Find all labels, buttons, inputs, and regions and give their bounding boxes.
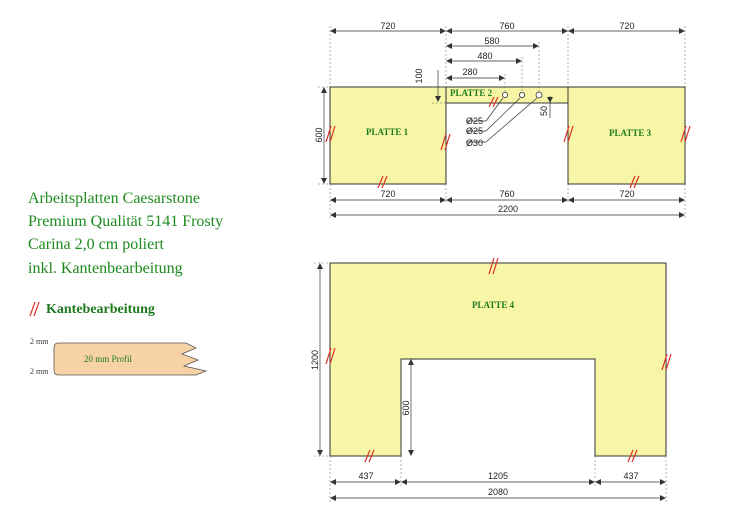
hole-3-label: Ø30 — [466, 138, 483, 148]
hole-1-label: Ø25 — [466, 116, 483, 126]
hole-3 — [535, 91, 543, 99]
thickness-bottom: 2 mm — [30, 367, 49, 376]
dim-p4-mid: 1205 — [488, 471, 508, 481]
dim-p4-left: 437 — [358, 471, 373, 481]
info-line-2: Premium Qualität 5141 Frosty — [28, 213, 223, 230]
dim-580: 580 — [484, 36, 499, 46]
dim-p4-right: 437 — [623, 471, 638, 481]
dim-top-mid: 760 — [499, 21, 514, 31]
dim-280: 280 — [462, 67, 477, 77]
legend: Kantebearbeitung 2 mm 2 mm 20 mm Profil — [29, 301, 208, 376]
dim-bot-mid: 760 — [499, 189, 514, 199]
dim-top-left: 720 — [380, 21, 395, 31]
hole-2 — [519, 92, 526, 99]
hole-leaders — [466, 97, 538, 143]
dim-bot-left: 720 — [380, 189, 395, 199]
info-line-3: Carina 2,0 cm poliert — [28, 236, 165, 253]
plate-2-label: PLATTE 2 — [450, 88, 493, 98]
dim-600: 600 — [314, 127, 324, 142]
plates-1-3: PLATTE 1 PLATTE 2 PLATTE 3 — [314, 21, 691, 220]
plate-4 — [329, 262, 667, 457]
dim-p4-height: 1200 — [310, 350, 320, 370]
info-line-4: inkl. Kantenbearbeitung — [28, 260, 183, 277]
dim-total-top: 2200 — [498, 204, 518, 214]
dim-top-right: 720 — [619, 21, 634, 31]
edge-profile-shape — [53, 342, 208, 376]
plate-4-label: PLATTE 4 — [472, 300, 515, 310]
plate-3 — [567, 86, 686, 185]
legend-title: Kantebearbeitung — [46, 302, 155, 317]
plate-1 — [329, 86, 447, 185]
profile-label: 20 mm Profil — [84, 354, 133, 364]
edge-marks-bottom — [325, 257, 672, 463]
dim-100: 100 — [414, 68, 424, 83]
info-block: Arbeitsplatten Caesarstone Premium Quali… — [28, 190, 223, 277]
hole-2-label: Ø25 — [466, 126, 483, 136]
thickness-top: 2 mm — [30, 337, 49, 346]
hole-1 — [501, 92, 508, 99]
edge-mark-icon — [29, 301, 40, 317]
dim-480: 480 — [477, 51, 492, 61]
dim-bot-right: 720 — [619, 189, 634, 199]
dim-p4-inner-height: 600 — [401, 400, 411, 415]
info-line-1: Arbeitsplatten Caesarstone — [28, 190, 200, 207]
dim-50: 50 — [539, 106, 549, 116]
plate-3-label: PLATTE 3 — [609, 128, 652, 138]
plate-4-group: PLATTE 4 1200 600 437 1205 437 2080 — [310, 257, 672, 502]
dim-p4-total: 2080 — [488, 487, 508, 497]
plate-1-label: PLATTE 1 — [366, 127, 409, 137]
